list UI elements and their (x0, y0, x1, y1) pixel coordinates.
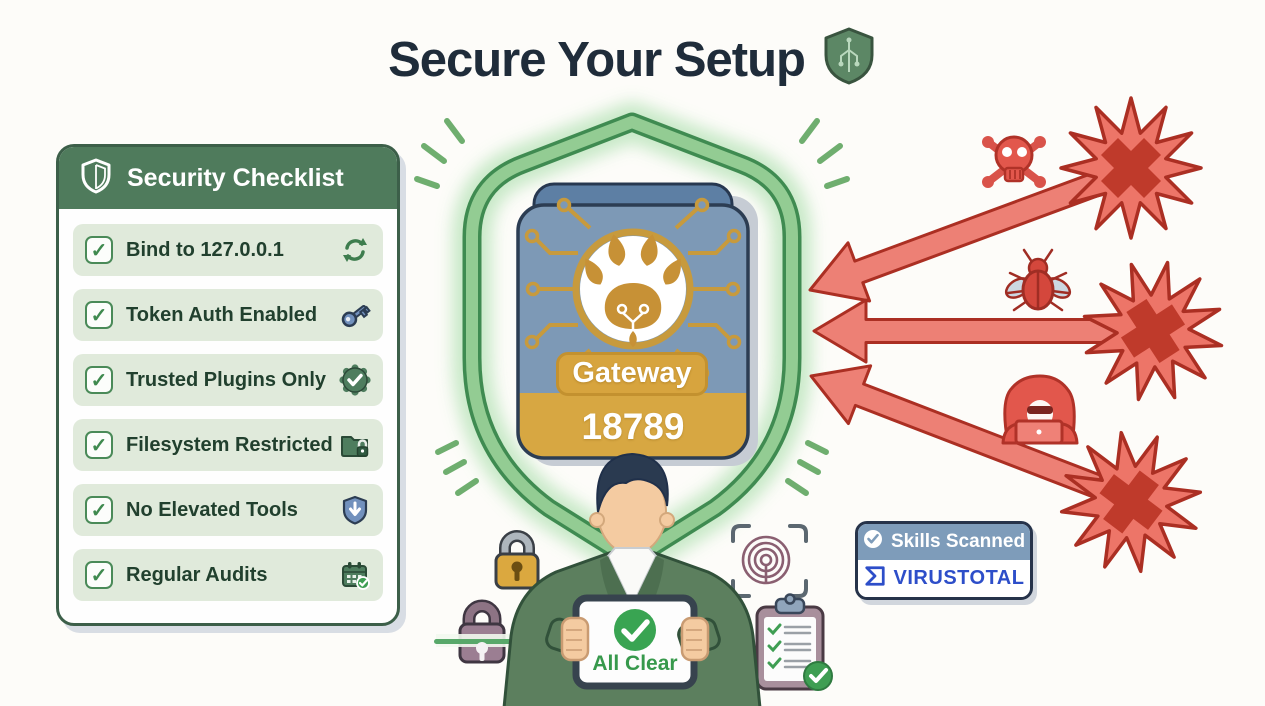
padlock-scanned-icon (434, 599, 530, 664)
checklist-title: Security Checklist (127, 163, 344, 192)
checklist-item-no-elevated[interactable]: ✓ No Elevated Tools (73, 484, 383, 536)
scan-vendor-row: VIRUSTOTAL (858, 560, 1030, 597)
person-hair (596, 452, 669, 513)
scan-status-label: Skills Scanned (890, 531, 1026, 552)
person-hands (560, 616, 710, 662)
padlock-gold-icon (494, 530, 540, 590)
audit-clipboard-icon (755, 593, 833, 691)
scan-vendor-label: VIRUSTOTAL (893, 567, 1025, 589)
hacker-icon (1001, 374, 1079, 445)
locked-folder-icon (339, 429, 371, 461)
checkbox-checked[interactable]: ✓ (85, 236, 113, 264)
check-circle-icon (614, 609, 656, 651)
skull-crossbones-icon (982, 135, 1046, 188)
checkbox-checked[interactable]: ✓ (85, 431, 113, 459)
checkbox-checked[interactable]: ✓ (85, 496, 113, 524)
shield-circuit-icon (821, 26, 877, 93)
paw-circuit-emblem (572, 228, 694, 350)
shield-outline-icon (79, 157, 113, 200)
check-circle-icon (863, 529, 883, 555)
security-checklist-panel: Security Checklist ✓ Bind to 127.0.0.1 ✓… (56, 144, 400, 626)
checklist-item-trusted-plugins[interactable]: ✓ Trusted Plugins Only (73, 354, 383, 406)
all-clear-label: All Clear (592, 652, 678, 675)
checklist-header: Security Checklist (59, 147, 397, 209)
blocked-burst-top (1059, 96, 1203, 240)
page-title: Secure Your Setup (388, 32, 806, 87)
virustotal-logo (864, 565, 886, 592)
verified-badge-icon (339, 364, 371, 396)
gateway-port-number: 18789 (581, 406, 685, 447)
sync-arrows-icon (339, 234, 371, 266)
page-header: Secure Your Setup (0, 26, 1265, 93)
gateway-label-badge: Gateway (556, 352, 708, 396)
checkbox-checked[interactable]: ✓ (85, 301, 113, 329)
admin-person (502, 452, 762, 706)
scan-status-row: Skills Scanned (858, 524, 1030, 560)
checkbox-checked[interactable]: ✓ (85, 366, 113, 394)
attack-arrow-top (808, 163, 1124, 303)
checklist-item-token-auth[interactable]: ✓ Token Auth Enabled (73, 289, 383, 341)
fingerprint-scan-icon (731, 524, 808, 598)
checkbox-checked[interactable]: ✓ (85, 561, 113, 589)
calendar-check-icon (339, 559, 371, 591)
bug-icon (1004, 248, 1072, 312)
checklist-item-bind-localhost[interactable]: ✓ Bind to 127.0.0.1 (73, 224, 383, 276)
shield-down-arrow-icon (339, 494, 371, 526)
skills-scanned-badge: Skills Scanned VIRUSTOTAL (855, 521, 1033, 600)
key-icon (339, 299, 371, 331)
checklist-item-audits[interactable]: ✓ Regular Audits (73, 549, 383, 601)
blocked-burst-bottom (1050, 421, 1212, 583)
shield-sparks (414, 118, 850, 496)
checklist-item-filesystem[interactable]: ✓ Filesystem Restricted (73, 419, 383, 471)
